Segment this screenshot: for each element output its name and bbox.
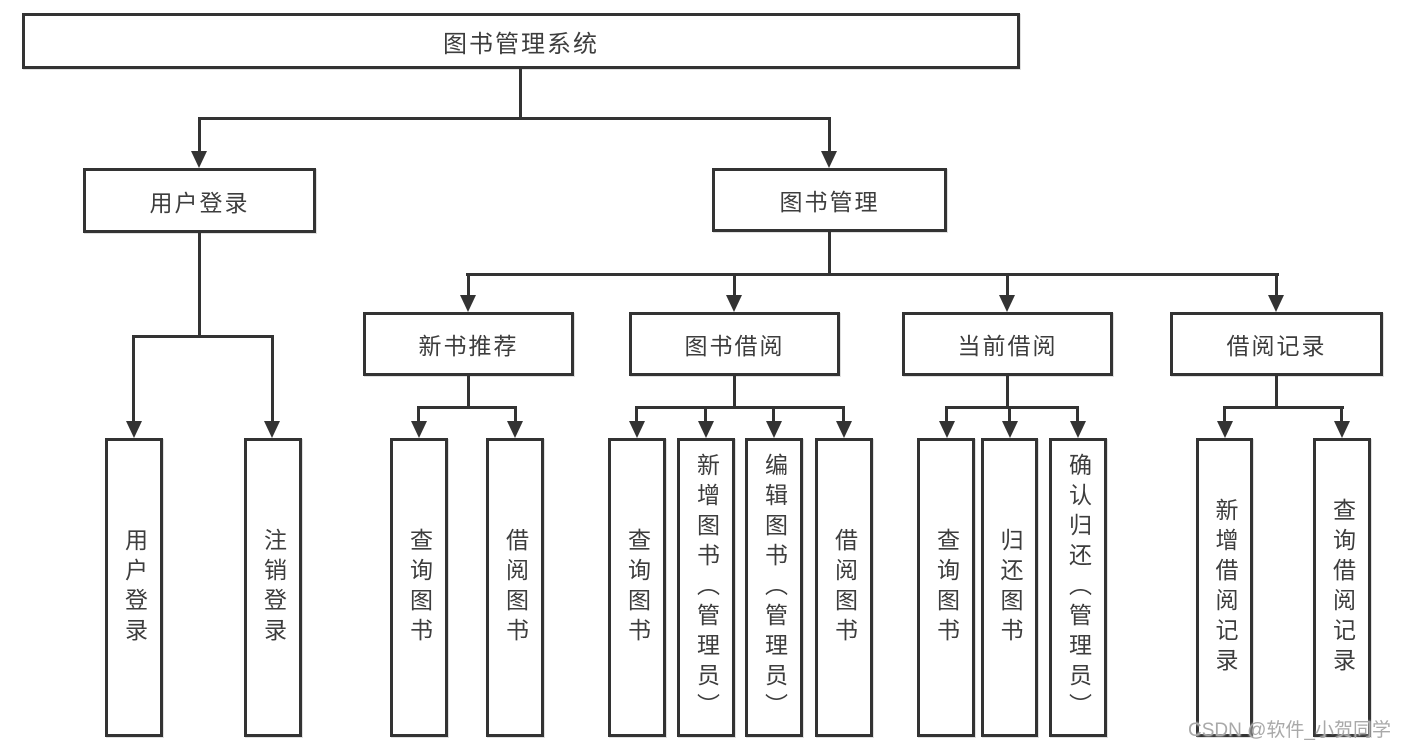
arrowhead [698,421,714,438]
connector-line [514,406,517,422]
node-book-management: 图书管理 [712,168,947,232]
node-leaf-borrow-books-borrow: 借阅图书 [815,438,873,737]
arrowhead [629,421,645,438]
node-leaf-query-books-newbook: 查询图书 [390,438,448,737]
connector-line [519,69,522,117]
connector-line [733,273,736,296]
node-leaf-add-borrow-record: 新增借阅记录 [1196,438,1253,737]
node-book-borrowing: 图书借阅 [629,312,840,376]
node-leaf-borrow-books-newbook: 借阅图书 [486,438,544,737]
connector-line [132,335,135,421]
arrowhead [836,421,852,438]
node-borrowing-records: 借阅记录 [1170,312,1383,376]
connector-line [704,406,707,422]
connector-line [828,117,831,151]
node-current-borrowing: 当前借阅 [902,312,1113,376]
node-leaf-return-book: 归还图书 [981,438,1038,737]
arrowhead [999,295,1015,312]
node-leaf-query-books-borrow: 查询图书 [608,438,666,737]
connector-line [635,406,638,422]
node-library-management-system: 图书管理系统 [22,13,1020,69]
node-new-book-recommendation: 新书推荐 [363,312,574,376]
connector-line [1340,406,1343,422]
connector-line [1008,406,1011,422]
connector-line [772,406,775,422]
node-leaf-edit-book-admin: 编辑图书（管理员） [745,438,803,737]
connector-line [198,117,201,151]
connector-line [467,376,470,406]
connector-line [467,273,470,296]
connector-line [1223,406,1344,409]
arrowhead [1334,421,1350,438]
connector-line [828,232,831,273]
connector-line [1275,273,1278,296]
arrowhead [1217,421,1233,438]
arrowhead [411,421,427,438]
connector-line [635,406,845,409]
connector-line [733,376,736,406]
connector-line [466,273,1279,276]
connector-line [1223,406,1226,422]
connector-line [198,117,831,120]
connector-line [271,335,274,421]
arrowhead [191,151,207,168]
node-leaf-confirm-return-admin: 确认归还（管理员） [1049,438,1107,737]
arrowhead [939,421,955,438]
connector-line [417,406,517,409]
connector-line [1006,376,1009,406]
connector-line [945,406,1079,409]
arrowhead [126,421,142,438]
connector-line [1275,376,1278,406]
arrowhead [460,295,476,312]
connector-line [417,406,420,422]
arrowhead [264,421,280,438]
arrowhead [1268,295,1284,312]
connector-line [1076,406,1079,422]
arrowhead [821,151,837,168]
node-user-login: 用户登录 [83,168,316,233]
node-leaf-user-login: 用户登录 [105,438,163,737]
node-leaf-query-books-current: 查询图书 [917,438,975,737]
arrowhead [1070,421,1086,438]
connector-line [198,233,201,335]
arrowhead [726,295,742,312]
connector-line [945,406,948,422]
arrowhead [1002,421,1018,438]
connector-line [842,406,845,422]
arrowhead [507,421,523,438]
node-leaf-logout: 注销登录 [244,438,302,737]
node-leaf-add-book-admin: 新增图书（管理员） [677,438,735,737]
connector-line [132,335,274,338]
connector-line [1006,273,1009,296]
node-leaf-query-borrow-record: 查询借阅记录 [1313,438,1371,737]
watermark-text: CSDN @软件_小贺同学 [1188,720,1391,741]
arrowhead [766,421,782,438]
